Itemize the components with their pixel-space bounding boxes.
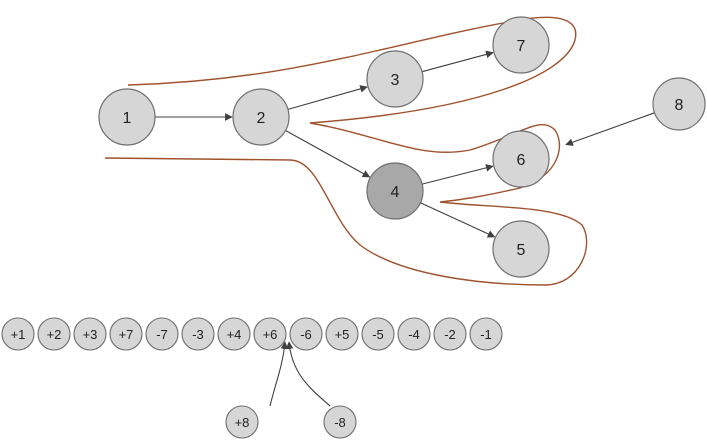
tree-node-label: 1 (123, 110, 132, 127)
tree-node-4: 4 (366, 162, 424, 220)
sequence-item: +1 (1, 317, 35, 351)
sequence-item-label: -1 (480, 327, 492, 342)
tree-node-label: 5 (517, 242, 526, 259)
insert-arrow-minus8 (285, 341, 331, 407)
sequence-item: -6 (289, 317, 323, 351)
sequence-item: -2 (433, 317, 467, 351)
sequence-item: -5 (361, 317, 395, 351)
edge-8-insertion-point (565, 112, 655, 146)
sequence-item: +3 (73, 317, 107, 351)
insert-item-label: -8 (334, 415, 346, 430)
sequence-item-label: +1 (11, 327, 26, 342)
tree-node-5: 5 (492, 220, 550, 278)
sequence-item-label: +2 (47, 327, 62, 342)
insert-item-label: +8 (235, 415, 250, 430)
insert-arrow-plus8 (269, 341, 289, 407)
edge-2-4 (285, 130, 371, 178)
tree-node-label: 8 (675, 97, 684, 114)
tree-node-2: 2 (232, 88, 290, 146)
sequence-item: -4 (397, 317, 431, 351)
sequence-item-label: -7 (156, 327, 168, 342)
sequence-item: +7 (109, 317, 143, 351)
sequence-item: +6 (253, 317, 287, 351)
sequence-item: +4 (217, 317, 251, 351)
sequence-item: -3 (181, 317, 215, 351)
tree-node-3: 3 (366, 50, 424, 108)
sequence-item-label: +7 (119, 327, 134, 342)
tree-node-7: 7 (492, 16, 550, 74)
tree-node-label: 4 (391, 184, 400, 201)
insert-item: +8 (225, 405, 259, 439)
sequence-item-label: -3 (192, 327, 204, 342)
edge-4-5 (420, 202, 496, 238)
sequence-item: -1 (469, 317, 503, 351)
sequence-item: -7 (145, 317, 179, 351)
sequence-item-label: -6 (300, 327, 312, 342)
tree-node-8: 8 (652, 77, 706, 131)
insert-item: -8 (323, 405, 357, 439)
euler-tour-contour (104, 16, 588, 286)
tree-node-1: 1 (98, 88, 156, 146)
sequence-item-label: +4 (227, 327, 242, 342)
edge-4-6 (422, 164, 494, 185)
sequence-item: +2 (37, 317, 71, 351)
sequence-item-label: +6 (263, 327, 278, 342)
tree-node-label: 7 (517, 38, 526, 55)
tree-node-label: 2 (257, 110, 266, 127)
tree-node-6: 6 (492, 130, 550, 188)
sequence-item-label: -4 (408, 327, 420, 342)
sequence-item-label: -2 (444, 327, 456, 342)
sequence-item: +5 (325, 317, 359, 351)
sequence-item-label: +5 (335, 327, 350, 342)
sequence-item-label: -5 (372, 327, 384, 342)
edge-2-3 (287, 85, 368, 110)
tree-node-label: 3 (391, 72, 400, 89)
sequence-item-label: +3 (83, 327, 98, 342)
tree-node-label: 6 (517, 152, 526, 169)
edge-3-7 (421, 50, 494, 73)
